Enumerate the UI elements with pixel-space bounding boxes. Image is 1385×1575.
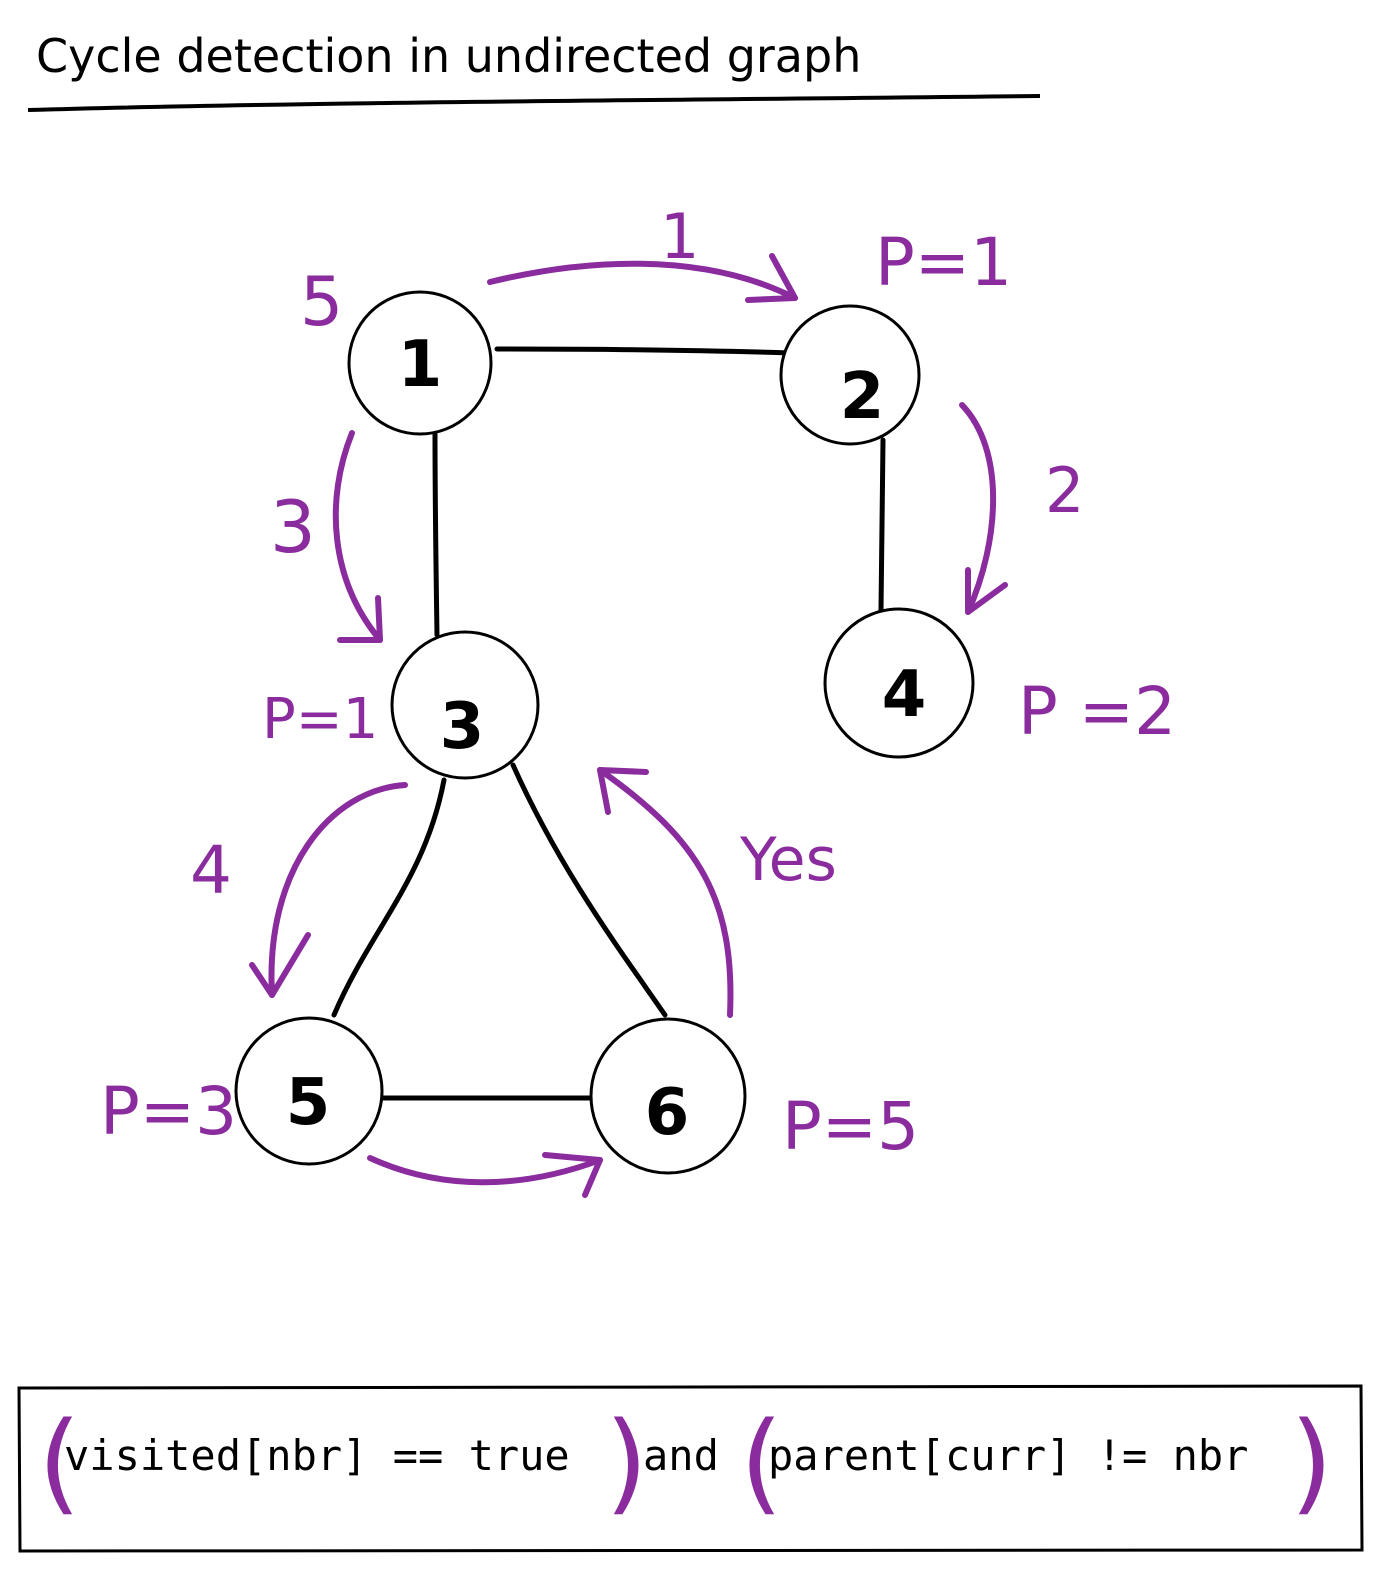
step-label-5: 5 bbox=[300, 263, 343, 342]
edge-3-5 bbox=[331, 777, 447, 1018]
step-label-2: 2 bbox=[1045, 454, 1084, 527]
parent-label-node-5: P=3 bbox=[100, 1073, 237, 1150]
formula-visited-condition: visited[nbr] == true bbox=[64, 1431, 570, 1480]
edge-1-3 bbox=[432, 429, 440, 638]
arrow-step-3 bbox=[332, 430, 383, 643]
step-label-4: 4 bbox=[190, 832, 232, 909]
node-circle bbox=[779, 304, 921, 446]
node-circle bbox=[823, 607, 975, 759]
parent-label-node-3: P=1 bbox=[262, 687, 378, 752]
arrow-step-5-head bbox=[542, 1152, 603, 1198]
formula-open-paren-2: ( bbox=[740, 1398, 783, 1526]
arrow-check-yes-head bbox=[597, 767, 649, 815]
node-label: 3 bbox=[440, 690, 485, 764]
arrow-step-1 bbox=[487, 260, 798, 301]
graph-edges bbox=[331, 346, 886, 1101]
arrow-step-3-head bbox=[337, 595, 383, 643]
node-circle bbox=[347, 290, 493, 436]
node-label: 5 bbox=[286, 1066, 331, 1140]
title-underline bbox=[27, 94, 1041, 112]
edge-3-6 bbox=[510, 762, 668, 1018]
formula-close-paren-1: ) bbox=[605, 1398, 648, 1526]
node-3: 3 bbox=[390, 630, 540, 780]
step-label-1: 1 bbox=[660, 200, 699, 273]
parent-label-node-6: P=5 bbox=[782, 1088, 919, 1165]
step-label-3: 3 bbox=[270, 485, 316, 569]
traversal-arrows bbox=[249, 253, 1008, 1198]
arrow-check-yes bbox=[597, 767, 734, 1018]
formula-close-paren-2: ) bbox=[1290, 1398, 1333, 1526]
arrow-step-4-head bbox=[249, 932, 311, 998]
edge-2-4 bbox=[878, 437, 886, 613]
node-6: 6 bbox=[589, 1017, 747, 1175]
node-label: 2 bbox=[840, 360, 885, 434]
formula-connector: and bbox=[643, 1431, 719, 1480]
arrow-step-5 bbox=[367, 1155, 603, 1186]
node-circle bbox=[390, 630, 540, 780]
diagram-title: Cycle detection in undirected graph bbox=[36, 29, 861, 83]
arrow-step-2-head bbox=[965, 567, 1008, 615]
edge-1-2 bbox=[494, 346, 793, 356]
formula-parent-condition: parent[curr] != nbr bbox=[768, 1431, 1248, 1480]
node-1: 1 bbox=[347, 290, 493, 436]
parent-label-node-4: P =2 bbox=[1018, 673, 1176, 750]
formula-open-paren-1: ( bbox=[38, 1398, 81, 1526]
node-4: 4 bbox=[823, 607, 975, 759]
node-label: 1 bbox=[398, 328, 443, 402]
arrow-step-1-head bbox=[745, 253, 798, 303]
check-label-yes: Yes bbox=[739, 825, 837, 895]
node-label: 6 bbox=[645, 1076, 690, 1150]
cycle-condition-box: ( visited[nbr] == true ) and ( parent[cu… bbox=[17, 1384, 1364, 1553]
node-2: 2 bbox=[779, 304, 921, 446]
node-label: 4 bbox=[882, 658, 927, 732]
arrow-step-4 bbox=[268, 782, 408, 998]
node-circle bbox=[589, 1017, 747, 1175]
node-5: 5 bbox=[234, 1016, 384, 1166]
formula-border bbox=[17, 1384, 1364, 1553]
node-circle bbox=[234, 1016, 384, 1166]
arrow-step-2 bbox=[959, 402, 997, 615]
parent-label-node-2: P=1 bbox=[875, 224, 1012, 301]
